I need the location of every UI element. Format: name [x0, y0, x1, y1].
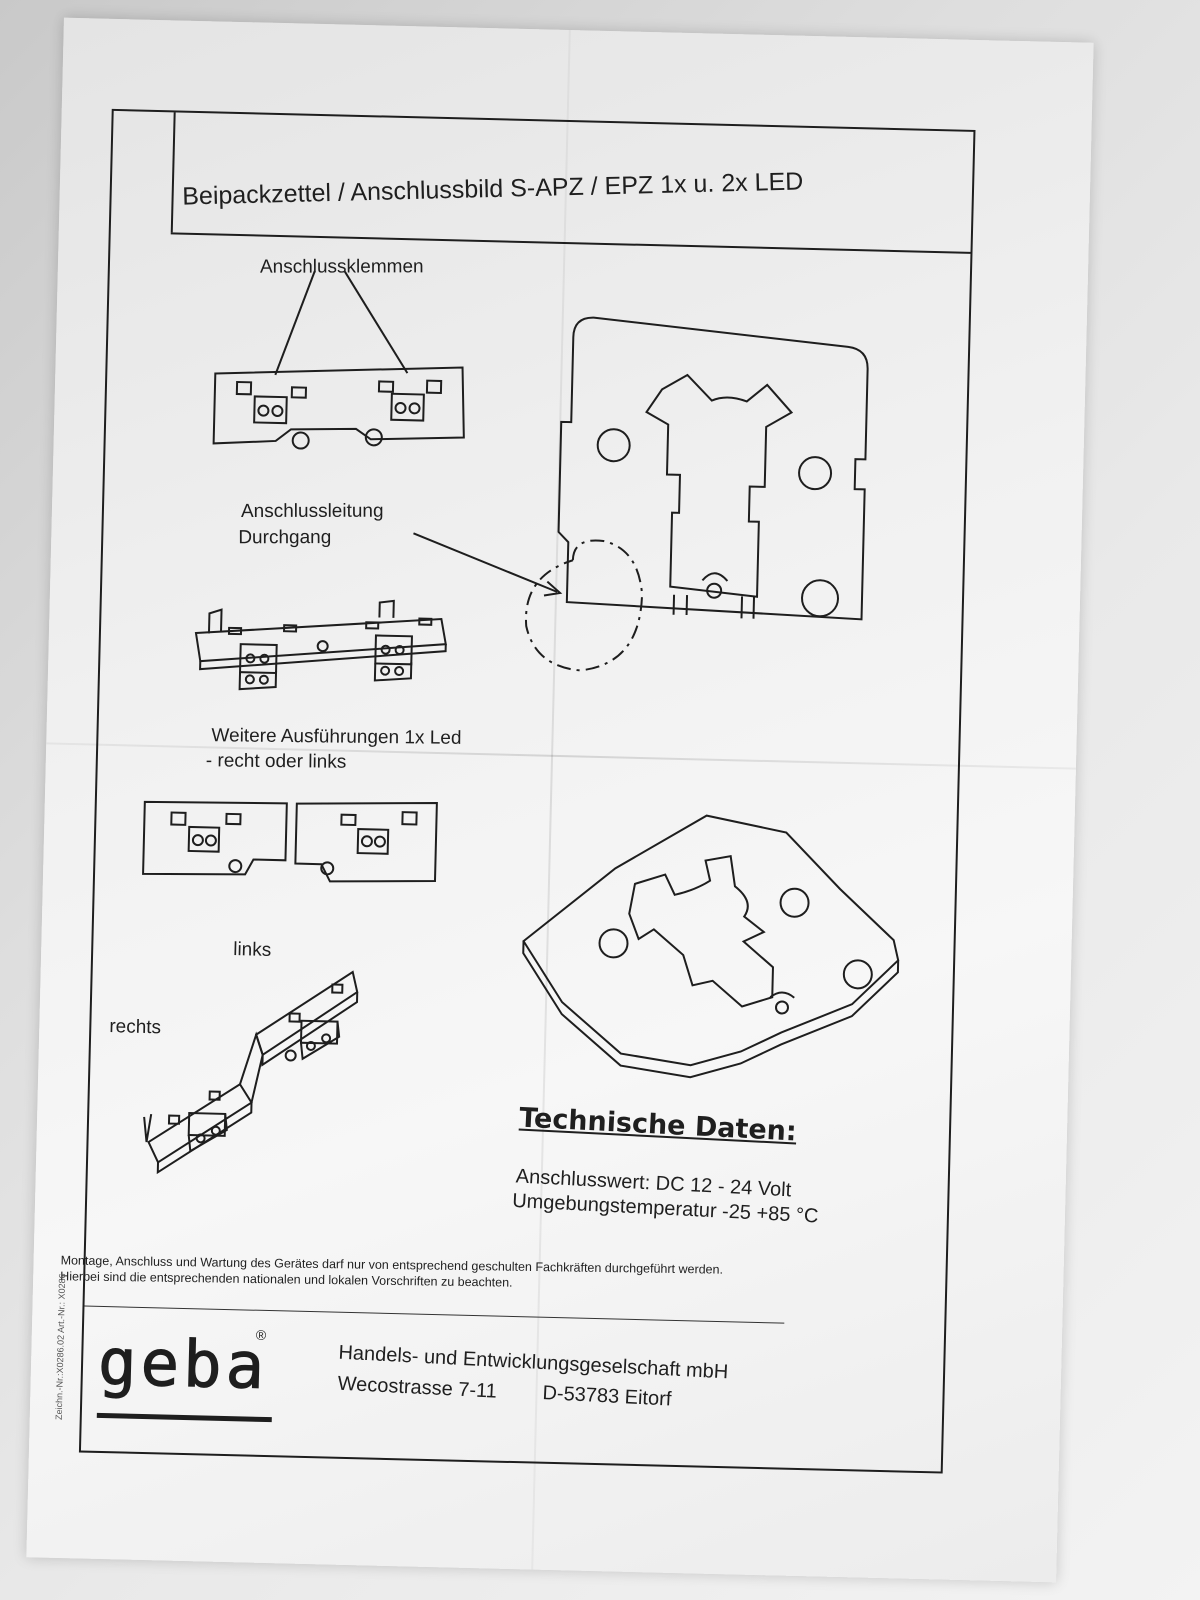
connection-diagram	[142, 270, 900, 1175]
registered-mark: ®	[255, 1326, 267, 1343]
drawing-number: Zeichn.-Nr.:X0286.02 Art.-Nr.: X0286	[53, 1273, 68, 1421]
label-terminals: Anschlussklemmen	[259, 256, 424, 278]
leader-line-right	[343, 271, 409, 374]
housing-perspective-view	[522, 814, 900, 1079]
label-right: rechts	[109, 1016, 162, 1039]
label-passage: Durchgang	[238, 527, 332, 549]
pcb-variant-single-left	[142, 800, 288, 876]
instruction-leaflet: Beipackzettel / Anschlussbild S-APZ / EP…	[26, 17, 1094, 1583]
leader-line-passage	[413, 532, 558, 593]
label-left: links	[232, 939, 272, 961]
geba-logo: geba	[97, 1325, 270, 1405]
label-cable: Anschlussleitung	[240, 500, 384, 522]
housing-plan-view	[525, 316, 869, 672]
pcb-front-2led	[212, 366, 465, 450]
pcb-perspective-2led	[194, 599, 447, 691]
pcb-variant-single-right	[294, 801, 438, 883]
leader-line-left	[274, 270, 316, 376]
label-variants-line2: - recht oder links	[205, 750, 347, 773]
label-variants-line1: Weitere Ausführungen 1x Led	[211, 725, 462, 749]
pcb-split-left-right	[143, 970, 359, 1175]
drawing-frame: Beipackzettel / Anschlussbild S-APZ / EP…	[54, 108, 976, 1474]
